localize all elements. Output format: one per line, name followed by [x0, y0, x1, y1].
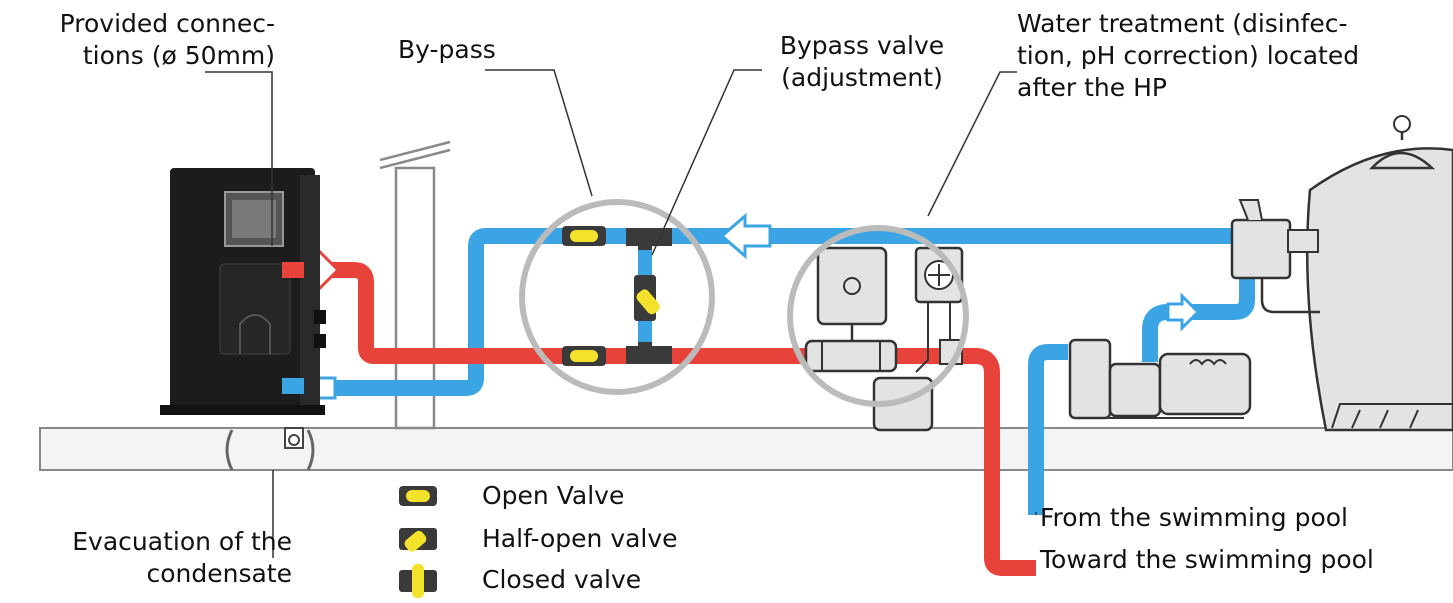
open-valve-icon: [399, 486, 437, 506]
toward-pool-label: Toward the swimming pool: [1040, 545, 1374, 574]
bypass-label: By-pass: [398, 35, 496, 64]
hot-pipe: [300, 262, 1036, 576]
bypass-valves: [562, 226, 672, 366]
bypass-detail-circle: [519, 199, 715, 395]
pool-pump: [1068, 338, 1252, 420]
leader-lines: [205, 69, 1037, 558]
half-open-valve-icon: [399, 528, 437, 552]
legend-item-half-open: Half-open valve: [396, 522, 736, 562]
provided-connections-label: Provided connec- tions (ø 50mm): [59, 9, 275, 70]
from-pool-label: From the swimming pool: [1040, 503, 1348, 532]
condensate-evacuation-label: Evacuation of the condensate: [72, 527, 292, 588]
treatment-detail-circle: [787, 225, 969, 407]
bypass-valve-label: Bypass valve (adjustment): [779, 31, 945, 92]
sand-filter: [1230, 115, 1453, 432]
legend-item-closed: Closed valve: [396, 563, 736, 603]
heat-pump: [160, 168, 326, 415]
legend-label-open: Open Valve: [482, 481, 625, 510]
closed-valve-icon: [399, 564, 437, 598]
cold-pipe: [300, 228, 1255, 515]
legend-item-open: Open Valve: [396, 479, 736, 519]
legend-label-closed: Closed valve: [482, 565, 642, 594]
water-treatment-label: Water treatment (disinfec- tion, pH corr…: [1017, 9, 1360, 102]
water-treatment-equipment: [804, 246, 964, 432]
ground-pipe: [39, 427, 1453, 471]
legend-label-half-open: Half-open valve: [482, 524, 678, 553]
